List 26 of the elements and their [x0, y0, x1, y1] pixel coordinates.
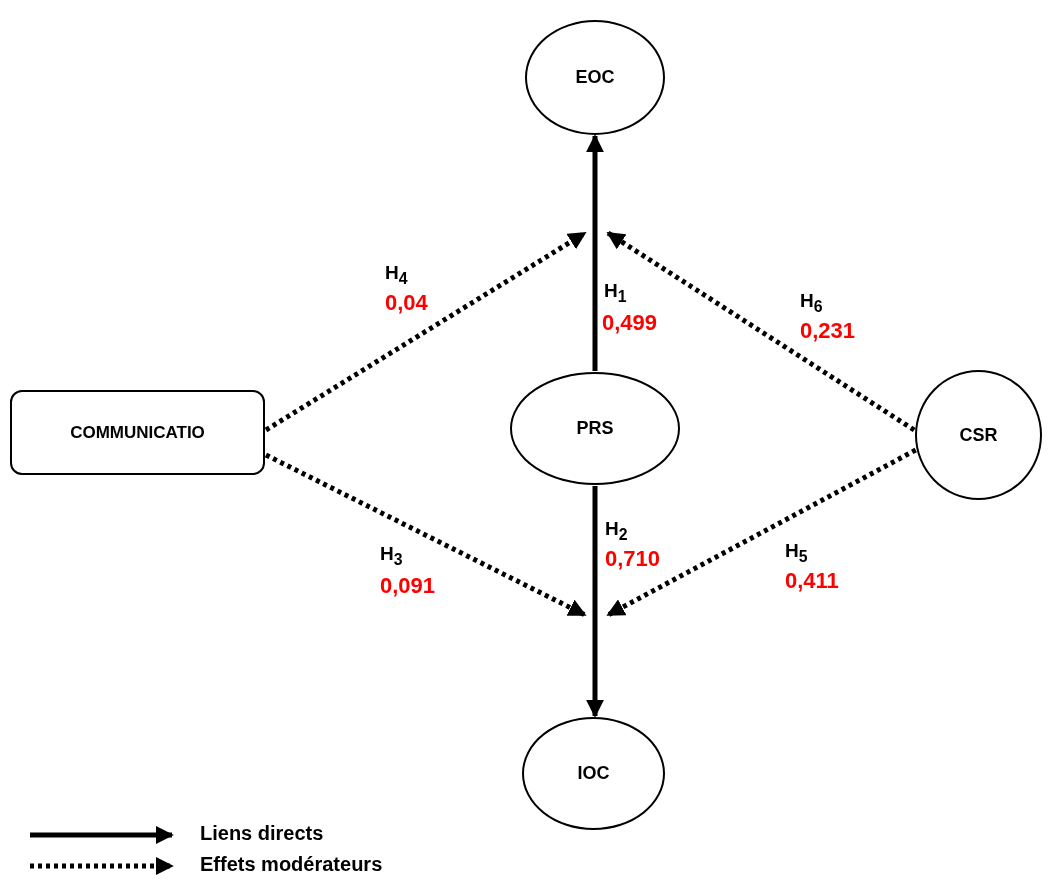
hypothesis-label: H$_{3}$: [380, 543, 403, 569]
construct-box: [10, 390, 265, 475]
coefficient-value: 0,499: [602, 310, 658, 336]
node-label: COMMUNICATIO: [70, 422, 205, 443]
node-label: IOC: [577, 763, 610, 784]
arrow: [606, 230, 916, 433]
coefficient-value: 0,411: [785, 568, 839, 594]
hypothesis-label: H$_{5}$: [785, 540, 808, 566]
hypothesis-label: H$_{4}$: [385, 262, 408, 288]
hypothesis-label: H$_{2}$: [605, 518, 628, 544]
node-label: EOC: [575, 67, 615, 88]
coefficient-value: 0,04: [385, 290, 428, 316]
hypothesis-label: H$_{6}$: [800, 290, 823, 316]
coefficient-value: 0,710: [605, 546, 661, 572]
arrow: [586, 134, 604, 371]
arrow: [586, 486, 604, 718]
legend-text: Effets modérateurs: [200, 853, 383, 876]
arrow: [606, 447, 917, 618]
legend-text: Liens directs: [200, 822, 324, 845]
coefficient-value: 0,091: [380, 573, 436, 599]
coefficient-value: 0,231: [800, 318, 856, 344]
arrow: [264, 452, 587, 618]
node-label: PRS: [576, 418, 614, 439]
node-label: CSR: [959, 424, 998, 446]
hypothesis-label: H$_{1}$: [604, 280, 627, 306]
arrow: [264, 230, 587, 433]
